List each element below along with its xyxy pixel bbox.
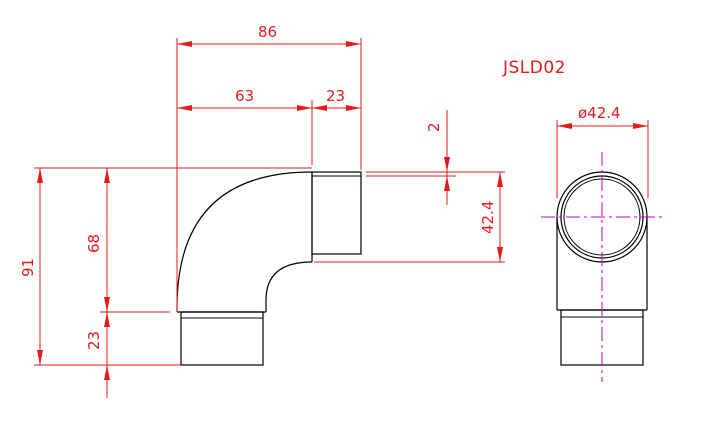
dim-socket-depth-top: 23 — [326, 87, 345, 105]
part-code: JSLD02 — [502, 58, 566, 78]
dimension-lines-left — [34, 167, 312, 398]
bottom-socket — [180, 311, 264, 366]
dim-bend-width: 63 — [235, 87, 254, 105]
dimension-lines-top — [176, 38, 362, 312]
dimension-lines-right — [314, 110, 505, 263]
dim-socket-depth-bottom: 23 — [85, 331, 103, 350]
dim-wall-thickness: 2 — [425, 122, 443, 132]
right-socket — [311, 171, 362, 255]
dim-diameter: ø42.4 — [578, 104, 621, 122]
elbow-side-view — [176, 171, 313, 313]
dim-overall-width: 86 — [258, 23, 277, 41]
dim-outer-diameter-side: 42.4 — [479, 201, 497, 234]
dim-overall-height: 91 — [19, 258, 37, 277]
dim-bend-height: 68 — [85, 234, 103, 253]
elbow-front-view — [541, 120, 664, 382]
